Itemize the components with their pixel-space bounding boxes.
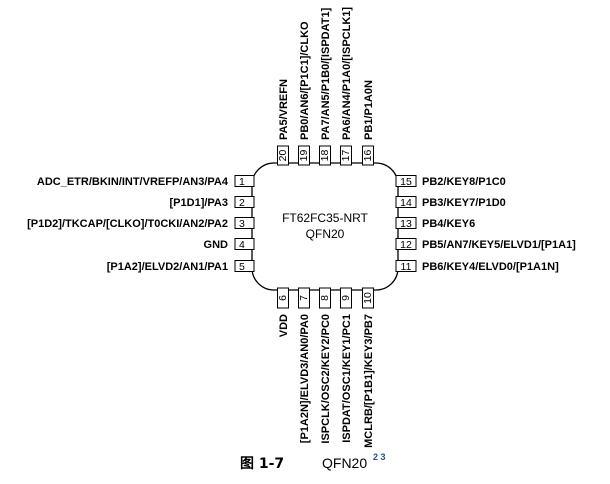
pin-19: 19 PB0/AN6/[P1C1]/CLKO — [298, 21, 311, 166]
chip-name: FT62FC35-NRT — [282, 211, 368, 225]
pin-number: 11 — [401, 261, 412, 273]
pin-11: 11 PB6/KEY4/ELVD0/[P1A1N] — [395, 260, 559, 273]
pin-box — [277, 145, 289, 166]
pin-16: 16 PB1/P1A0N — [362, 80, 375, 166]
pin-4: 4 GND — [204, 238, 255, 251]
pin-label: PB3/KEY7/P1D0 — [422, 197, 506, 209]
pin-label: PB5/AN7/KEY5/ELVD1/[P1A1] — [422, 239, 576, 251]
pin-box — [234, 196, 255, 208]
pin-3: 3 [P1D2]/TKCAP/[CLKO]/T0CKI/AN2/PA2 — [27, 217, 255, 230]
pin-number: 20 — [277, 150, 289, 162]
pin-label: PB2/KEY8/P1C0 — [422, 176, 506, 188]
pin-box — [395, 260, 417, 272]
pin-box — [362, 287, 374, 309]
pin-label: ISPDAT/OSC1/KEY1/PC1 — [341, 314, 353, 443]
pin-box — [395, 238, 417, 250]
pin-box — [319, 145, 331, 166]
pin-label: [P1D2]/TKCAP/[CLKO]/T0CKI/AN2/PA2 — [27, 218, 228, 230]
pin-label: MCLRB/[P1B1]/KEY3/PB7 — [363, 314, 375, 448]
pin-label: [P1A2N]/ELVD3/AN0/PA0 — [299, 314, 311, 443]
pin-box — [340, 145, 352, 166]
pin-1: 1 ADC_ETR/BKIN/INT/VREFP/AN3/PA4 — [37, 175, 255, 188]
pin-box — [298, 145, 310, 166]
pin-box — [340, 287, 352, 309]
pin-label: PA5/VREFN — [278, 79, 290, 140]
pin-box — [395, 196, 417, 208]
pin-label: PB1/P1A0N — [363, 80, 375, 140]
pin-label: PB6/KEY4/ELVD0/[P1A1N] — [422, 261, 559, 273]
pin-number: 7 — [298, 295, 310, 301]
pin-box — [298, 287, 310, 309]
pin-13: 13 PB4/KEY6 — [395, 217, 475, 230]
pin-17: 17 PA6/AN4/P1A0/[ISPCLK1] — [340, 7, 353, 166]
pin-7: 7 [P1A2N]/ELVD3/AN0/PA0 — [298, 287, 311, 443]
figure-footnote-refs: 2 3 — [373, 452, 386, 462]
pin-label: VDD — [278, 314, 290, 337]
pin-number: 3 — [239, 218, 245, 230]
pin-number: 15 — [400, 176, 412, 188]
figure-label: 图 1-7 — [240, 456, 284, 472]
pin-number: 9 — [340, 295, 352, 301]
pin-label: PB0/AN6/[P1C1]/CLKO — [299, 21, 311, 140]
pin-number: 19 — [298, 150, 310, 162]
pin-label: GND — [204, 239, 229, 251]
figure-caption: QFN20 — [322, 455, 367, 471]
pin-box — [319, 287, 331, 309]
pin-5: 5 [P1A2]/ELVD2/AN1/PA1 — [107, 260, 255, 273]
pin-number: 2 — [239, 197, 245, 209]
pin-20: 20 PA5/VREFN — [277, 79, 290, 166]
pin-label: PA7/AN5/P1B0/[ISPDAT1] — [320, 7, 332, 140]
pin-box — [277, 287, 289, 309]
pin-box — [234, 217, 255, 229]
pin-number: 4 — [239, 239, 245, 251]
pin-label: ADC_ETR/BKIN/INT/VREFP/AN3/PA4 — [37, 176, 229, 188]
pin-box — [234, 260, 255, 272]
pin-number: 12 — [400, 239, 412, 251]
pin-number: 13 — [400, 218, 412, 230]
pin-number: 16 — [362, 150, 374, 162]
pin-box — [234, 175, 255, 187]
pin-number: 1 — [239, 176, 245, 188]
pin-number: 14 — [400, 197, 412, 209]
pin-label: [P1D1]/PA3 — [170, 197, 228, 209]
pin-number: 8 — [319, 295, 331, 301]
pin-box — [362, 145, 374, 166]
pin-number: 18 — [319, 150, 331, 162]
pin-label: PB4/KEY6 — [422, 218, 475, 230]
pin-15: 15 PB2/KEY8/P1C0 — [395, 175, 506, 188]
chip-package: QFN20 — [306, 227, 345, 241]
pin-number: 10 — [362, 292, 374, 304]
pin-18: 18 PA7/AN5/P1B0/[ISPDAT1] — [319, 7, 332, 166]
pin-label: [P1A2]/ELVD2/AN1/PA1 — [107, 261, 228, 273]
pin-number: 6 — [277, 295, 289, 301]
pin-box — [395, 175, 417, 187]
pin-12: 12 PB5/AN7/KEY5/ELVD1/[P1A1] — [395, 238, 576, 251]
pin-label: ISPCLK/OSC2/KEY2/PC0 — [320, 314, 332, 444]
pin-box — [234, 238, 255, 250]
pin-number: 17 — [340, 150, 352, 162]
pin-number: 5 — [239, 261, 245, 273]
pin-14: 14 PB3/KEY7/P1D0 — [395, 196, 506, 209]
pin-2: 2 [P1D1]/PA3 — [170, 196, 255, 209]
pin-label: PA6/AN4/P1A0/[ISPCLK1] — [341, 7, 353, 140]
pin-box — [395, 217, 417, 229]
